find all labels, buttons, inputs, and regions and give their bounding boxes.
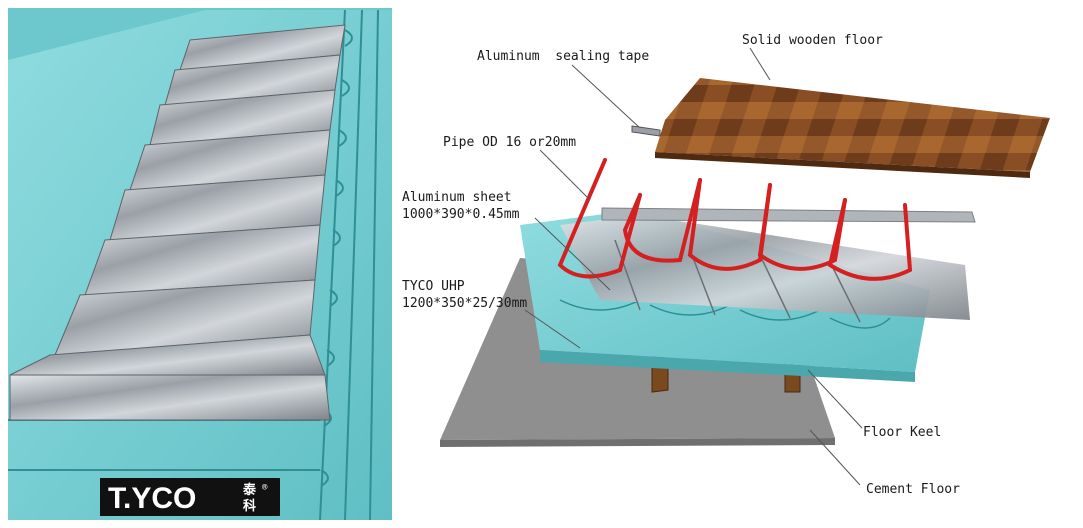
exploded-diagram: [440, 78, 1050, 447]
label-aluminum-sheet: Aluminum sheet: [402, 190, 512, 205]
leader-lines: [524, 47, 863, 486]
label-aluminum-sealing-tape: Aluminum sealing tape: [477, 49, 649, 64]
logo-cjk-bottom: 科: [243, 498, 256, 514]
photo-insulation-board: T.YCO 泰 科 ®: [8, 8, 392, 521]
tyco-logo: T.YCO 泰 科 ®: [100, 478, 280, 516]
label-tyco-uhp: TYCO UHP: [402, 279, 465, 294]
label-tyco-uhp-dims: 1200*350*25/30mm: [402, 296, 527, 311]
solid-wooden-floor-edge: [655, 152, 1030, 178]
aluminum-sheets: [9, 24, 346, 421]
aluminum-sheet: [560, 215, 970, 320]
label-pipe: Pipe OD 16 or20mm: [443, 135, 576, 150]
uhp-board-edge: [540, 350, 915, 382]
uhp-board-grooves: [559, 299, 891, 329]
heating-pipe: [557, 158, 913, 281]
label-aluminum-sheet-dims: 1000*390*0.45mm: [402, 207, 520, 222]
label-cement-floor: Cement Floor: [866, 482, 960, 497]
solid-wooden-floor: [655, 78, 1050, 172]
labels: Aluminum sealing tape Solid wooden floor…: [402, 33, 960, 497]
logo-background: [100, 478, 280, 516]
logo-registered-mark: ®: [262, 483, 268, 493]
aluminum-sheet-channels: [614, 239, 861, 323]
label-solid-wooden-floor: Solid wooden floor: [742, 33, 883, 48]
logo-wordmark: T.YCO: [108, 482, 196, 515]
cement-floor-edge: [440, 438, 835, 447]
label-floor-keel: Floor Keel: [863, 425, 941, 440]
logo-cjk-top: 泰: [242, 482, 257, 498]
aluminum-sealing-tape: [601, 207, 976, 223]
